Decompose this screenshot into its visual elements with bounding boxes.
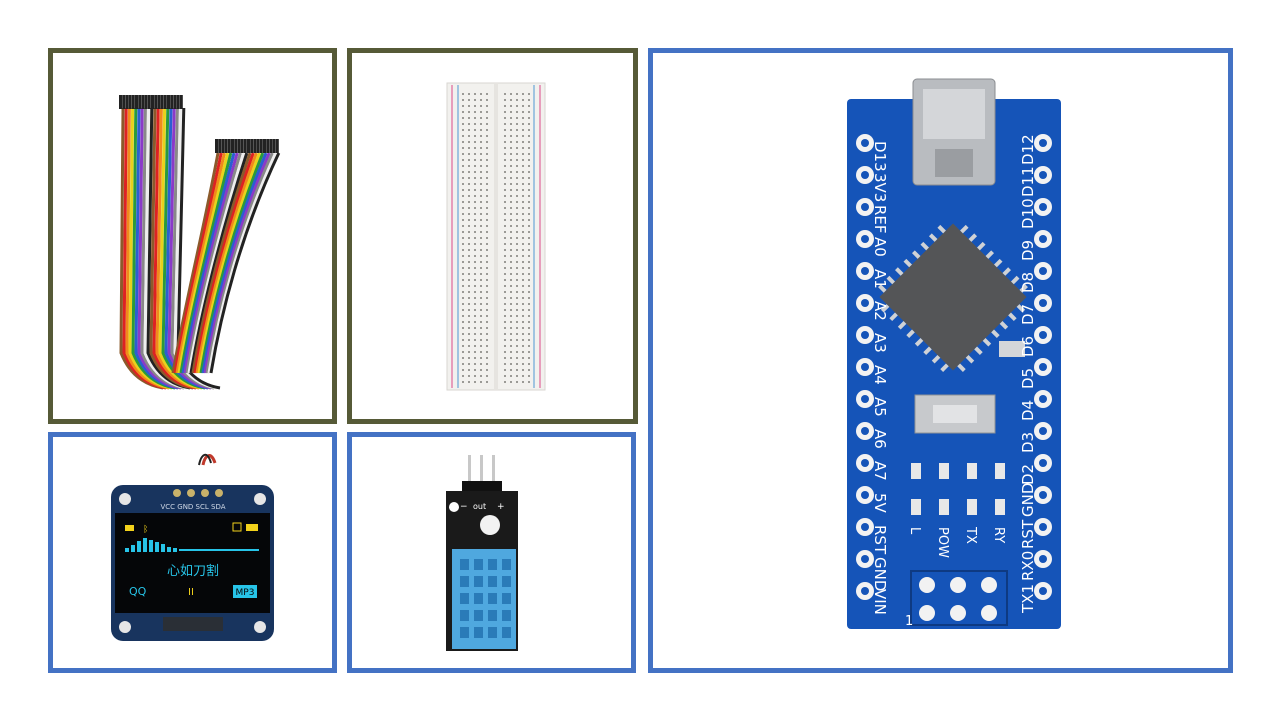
led-label: TX [963, 526, 978, 544]
pin-label-right: D5 [1019, 368, 1037, 389]
pause-icon: II [188, 587, 194, 598]
pin-minus-label: − [460, 502, 468, 512]
pin-label-right: TX1 [1019, 584, 1037, 614]
dht-sensor-image: − out + [446, 455, 518, 651]
battery-icon [246, 524, 258, 531]
pin-label-left: A1 [871, 269, 889, 289]
pin-label-left: GND [871, 557, 889, 591]
pin-label-right: D12 [1019, 134, 1037, 165]
led-label: RY [991, 527, 1006, 543]
breadboard-image [446, 82, 546, 391]
oled-song-title: 心如刀割 [167, 563, 219, 579]
icsp-pin1-marker: 1 [905, 614, 913, 629]
pin-out-label: out [473, 502, 486, 511]
jumper-wires-panel [48, 48, 337, 424]
pin-label-right: D7 [1019, 304, 1037, 325]
right-pin-labels: D12 D11 D10 D9 D8 D7 D6 D5 D4 D3 D2 GND … [1019, 134, 1037, 614]
pin-label-left: D13 [871, 141, 889, 172]
pin-label-right: D3 [1019, 432, 1037, 453]
pin-label-right: D6 [1019, 336, 1037, 357]
pin-label-right: RX0 [1019, 551, 1037, 581]
led-label: POW [935, 527, 950, 558]
pin-label-right: GND [1019, 483, 1037, 517]
pin-plus-label: + [497, 502, 505, 512]
oled-right-label: MP3 [236, 588, 255, 598]
pin-label-left: 3V3 [871, 173, 889, 202]
led-labels: L POW TX RY [907, 526, 1006, 558]
oled-panel: VCC GND SCL SDA ᛒ 心如刀割 QQ II MP3 [48, 432, 337, 673]
oled-module-image: VCC GND SCL SDA ᛒ 心如刀割 QQ II MP3 [111, 453, 274, 641]
pin-label-left: A4 [871, 365, 889, 385]
dht-sensor-panel: − out + [347, 432, 636, 673]
equalizer-bars [125, 538, 259, 552]
pin-label-right: D4 [1019, 400, 1037, 421]
pin-label-left: REF [871, 205, 889, 234]
pin-label-right: D10 [1019, 198, 1037, 229]
led-label: L [907, 527, 922, 535]
mcu-chip [878, 223, 1028, 372]
pin-label-right: D2 [1019, 464, 1037, 485]
jumper-wires-image [119, 95, 281, 390]
pin-label-left: A3 [871, 333, 889, 353]
pin-label-left: A6 [871, 429, 889, 449]
alarm-icon [232, 522, 242, 532]
breadboard-panel [347, 48, 638, 424]
arduino-nano-panel: 1 D13 3V3 REF A0 A1 A2 A3 A4 A5 A6 A7 5V… [648, 48, 1233, 673]
left-pin-labels: D13 3V3 REF A0 A1 A2 A3 A4 A5 A6 A7 5V R… [871, 141, 889, 615]
oled-left-label: QQ [129, 585, 147, 598]
pin-label-right: D9 [1019, 240, 1037, 261]
arduino-nano-image: 1 D13 3V3 REF A0 A1 A2 A3 A4 A5 A6 A7 5V… [847, 78, 1061, 629]
signal-icon [125, 525, 134, 531]
pin-label-left: VIN [871, 589, 889, 615]
pin-label-right: D8 [1019, 272, 1037, 293]
bluetooth-icon: ᛒ [143, 524, 148, 535]
pin-label-right: RST [1019, 519, 1037, 549]
pin-label-left: RST [871, 525, 889, 555]
pin-label-left: A7 [871, 461, 889, 481]
oled-pin-labels: VCC GND SCL SDA [160, 503, 225, 511]
pin-label-left: 5V [871, 493, 889, 514]
pin-label-left: A5 [871, 397, 889, 417]
pin-label-left: A0 [871, 237, 889, 257]
pin-label-left: A2 [871, 301, 889, 321]
pin-label-right: D11 [1019, 166, 1037, 197]
